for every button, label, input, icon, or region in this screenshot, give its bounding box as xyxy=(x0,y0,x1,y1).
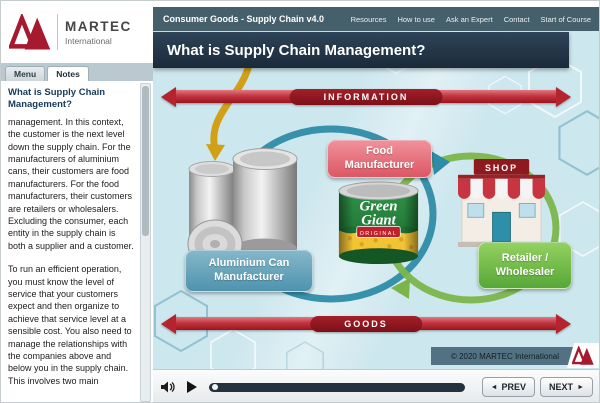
notes-heading: What is Supply Chain Management? xyxy=(8,87,106,110)
shop-window xyxy=(467,202,485,218)
topbar-link-contact[interactable]: Contact xyxy=(503,14,530,24)
scrollbar-thumb[interactable] xyxy=(142,86,149,236)
seek-bar[interactable] xyxy=(209,382,465,392)
arrow-left-icon xyxy=(161,86,176,107)
arrow-right-icon xyxy=(556,86,571,107)
shop-sign xyxy=(473,158,530,175)
teal-arrowhead xyxy=(431,151,450,175)
shop-awning xyxy=(457,174,546,199)
sidebar-tabs: Menu Notes xyxy=(1,63,153,81)
yellow-arrowhead xyxy=(206,144,225,161)
next-label: NEXT xyxy=(549,382,574,392)
topbar: Consumer Goods - Supply Chain v4.0 Resou… xyxy=(153,7,599,31)
course-title: Consumer Goods - Supply Chain v4.0 xyxy=(163,14,325,24)
next-button[interactable]: NEXT ► xyxy=(540,377,593,397)
martec-logo-icon xyxy=(9,14,51,50)
tab-notes[interactable]: Notes xyxy=(47,66,89,81)
copyright-text: © 2020 MARTEC International xyxy=(450,351,559,361)
label-retailer-wholesaler: Retailer / Wholesaler xyxy=(478,242,572,289)
martec-corner-logo xyxy=(567,343,599,368)
copyright-strip: © 2020 MARTEC International xyxy=(431,347,599,365)
topbar-link-start-of-course[interactable]: Start of Course xyxy=(540,14,591,24)
logo-divider xyxy=(57,14,58,50)
next-arrow-icon: ► xyxy=(577,383,584,391)
brand-subtitle: International xyxy=(65,35,112,46)
brand-name: MARTEC xyxy=(65,18,132,34)
sidebar: Menu Notes What is Supply Chain Manageme… xyxy=(1,63,153,402)
arrow-right-icon xyxy=(556,313,571,334)
shop-sign-text: SHOP xyxy=(485,163,518,173)
playhead[interactable] xyxy=(212,384,218,390)
notes-panel: What is Supply Chain Management? managem… xyxy=(1,81,153,402)
slide-stage: INFORMATION GOODS xyxy=(153,31,599,369)
slide-title: What is Supply Chain Management? xyxy=(153,32,569,68)
green-arrowhead xyxy=(391,278,410,299)
arrow-left-icon xyxy=(161,313,176,334)
volume-icon[interactable] xyxy=(161,381,175,393)
shop-icon: SHOP xyxy=(457,158,546,247)
prev-label: PREV xyxy=(501,382,527,392)
topbar-link-ask-an-expert[interactable]: Ask an Expert xyxy=(445,14,493,24)
label-aluminium-can-manufacturer: Aluminium Can Manufacturer xyxy=(185,250,313,292)
canned-corn-icon: Green Giant ORIGINAL xyxy=(338,181,419,265)
notes-scrollbar[interactable] xyxy=(140,83,151,402)
play-button[interactable] xyxy=(187,381,197,393)
player-bar: ◄ PREV NEXT ► xyxy=(153,369,599,402)
martec-logo: MARTEC International xyxy=(1,1,153,63)
logo-text: MARTEC International xyxy=(65,19,132,46)
prev-arrow-icon: ◄ xyxy=(490,383,498,391)
notes-paragraph: To run an efficient operation, you must … xyxy=(8,264,132,386)
goods-banner: GOODS xyxy=(161,313,571,334)
shop-image: SHOP xyxy=(453,158,550,247)
shop-window xyxy=(518,202,536,218)
notes-paragraph: management. In this context, the custome… xyxy=(8,116,134,251)
information-label: INFORMATION xyxy=(289,88,443,105)
shop-door xyxy=(492,211,511,243)
martec-logo-icon xyxy=(572,346,594,365)
goods-label: GOODS xyxy=(310,315,422,332)
topbar-link-how-to-use[interactable]: How to use xyxy=(397,14,435,24)
topbar-links: Resources How to use Ask an Expert Conta… xyxy=(350,14,599,24)
food-product-can-image: Green Giant ORIGINAL xyxy=(332,179,425,268)
topbar-link-resources[interactable]: Resources xyxy=(350,14,387,24)
hexagon-pattern xyxy=(154,39,599,369)
label-food-manufacturer: Food Manufacturer xyxy=(327,140,432,178)
tab-menu[interactable]: Menu xyxy=(5,66,46,81)
information-banner: INFORMATION xyxy=(161,86,571,107)
prev-button[interactable]: ◄ PREV xyxy=(481,377,536,397)
